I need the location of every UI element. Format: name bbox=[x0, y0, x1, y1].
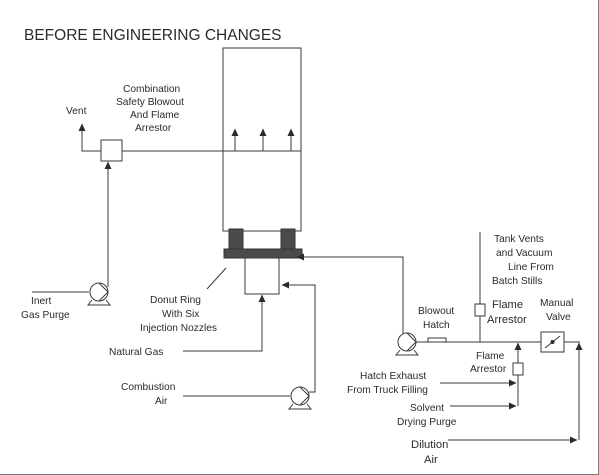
tank-vents-label: Tank Vents and Vacuum Line From Batch St… bbox=[492, 234, 557, 287]
waste-gas-feed-arrow bbox=[296, 253, 404, 342]
hatch-exhaust-label: Hatch Exhaust From Truck Filling bbox=[347, 371, 429, 396]
natural-gas-label: Natural Gas bbox=[109, 347, 163, 358]
donut-ring-label: Donut Ring With Six Injection Nozzles bbox=[140, 295, 217, 334]
natural-gas-line bbox=[183, 294, 266, 352]
oxidizer-stack bbox=[222, 47, 302, 232]
donut-ring-plate bbox=[223, 248, 303, 259]
main-blower-base bbox=[394, 349, 420, 356]
lower-flame-arrestor-icon bbox=[512, 362, 524, 376]
blowout-hatch-icon bbox=[427, 337, 447, 343]
manual-valve-dot bbox=[550, 340, 555, 344]
blowout-hatch-label: Blowout Hatch bbox=[418, 306, 457, 331]
main-blower-icon bbox=[397, 332, 417, 352]
pump-impeller bbox=[98, 282, 109, 302]
pump-icon bbox=[89, 282, 109, 302]
flame-arrestor-upper-label: Flame Arrestor bbox=[487, 299, 527, 326]
diagram-title: BEFORE ENGINEERING CHANGES bbox=[24, 27, 282, 44]
burner-box bbox=[244, 257, 280, 295]
combination-arrestor-icon bbox=[100, 139, 123, 162]
combination-arrestor-label: Combination Safety Blowout And Flame Arr… bbox=[116, 84, 187, 134]
burner-throat bbox=[242, 230, 282, 250]
solvent-purge-label: Solvent Drying Purge bbox=[397, 403, 457, 428]
combustion-pump-base bbox=[287, 403, 313, 410]
combustion-air-feed-arrow bbox=[281, 281, 316, 393]
manual-valve-label: Manual Valve bbox=[540, 298, 576, 323]
flame-arrestor-lower-label: Flame Arrestor bbox=[470, 351, 507, 375]
dilution-air-label: Dilution Air bbox=[411, 439, 451, 466]
combustion-air-label: Combustion Air bbox=[121, 382, 178, 407]
combustion-air-pump-icon bbox=[290, 386, 310, 406]
donut-ring-leader bbox=[206, 267, 227, 290]
combustion-pump-impeller bbox=[299, 386, 310, 406]
pump-base bbox=[86, 299, 112, 306]
vent-label: Vent bbox=[66, 106, 87, 117]
flame-arrestor-icon bbox=[474, 303, 486, 317]
inert-gas-label: Inert Gas Purge bbox=[21, 296, 70, 321]
vent-arrow bbox=[78, 123, 101, 152]
